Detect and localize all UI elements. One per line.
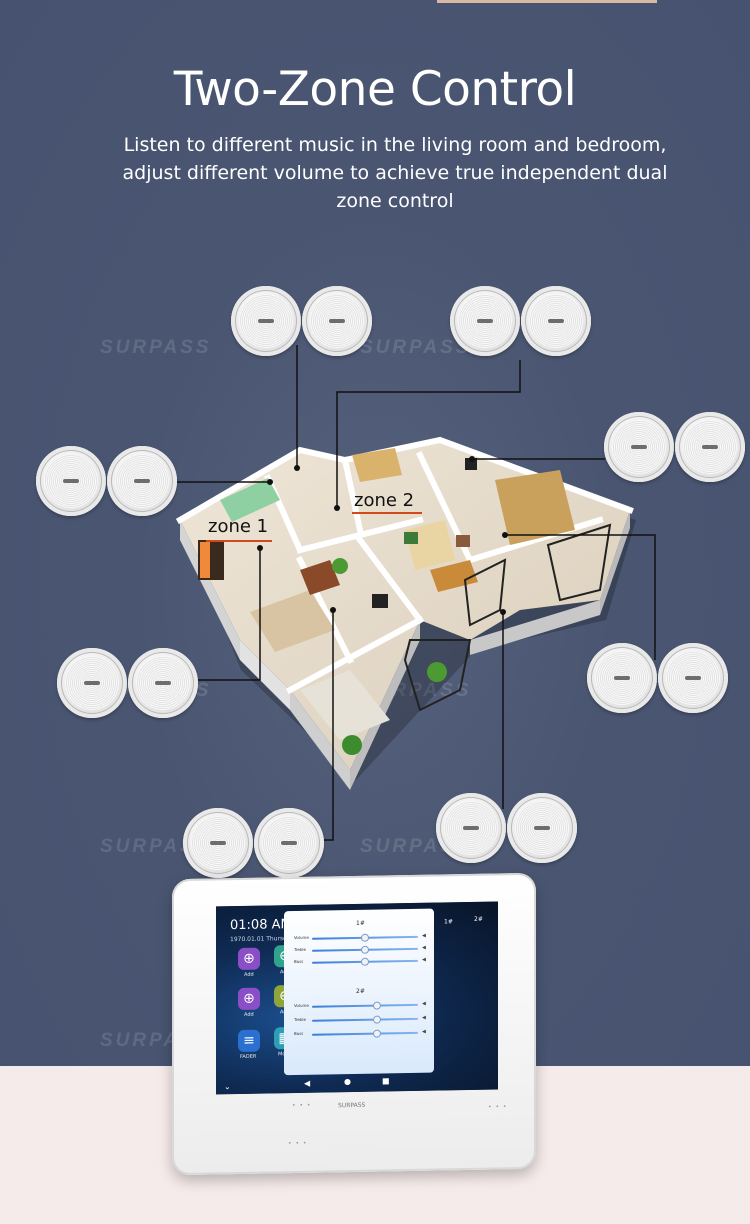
panel-zone2-title: 2# [356, 987, 365, 995]
ceiling-speaker [521, 286, 591, 356]
ceiling-speaker [57, 648, 127, 718]
app-label: Add [244, 971, 254, 978]
ceiling-speaker [302, 286, 372, 356]
brand-logo: SURPASS [338, 1101, 366, 1110]
ceiling-speaker [183, 808, 253, 878]
slider-knob[interactable] [362, 958, 368, 965]
chevron-down-icon[interactable]: ⌄ [224, 1082, 231, 1092]
ceiling-speaker [450, 286, 520, 356]
ceiling-speaker [36, 446, 106, 516]
slider-row[interactable]: Treble ◀ [294, 944, 426, 953]
slider-row[interactable]: Treble ◀ [294, 1014, 426, 1023]
ceiling-speaker [254, 808, 324, 878]
volume-icon: ◀ [422, 1028, 426, 1035]
fader-panel: 1# Volume ◀ Treble ◀ Bass ◀ 2# Volu [284, 908, 434, 1076]
wall-tablet-controller: 01:08 AM 1970.01.01 Thursday ⊕ Add ⊕ Add… [172, 872, 536, 1176]
nav-home-icon[interactable]: ● [344, 1077, 351, 1087]
zone2-label: zone 2 [354, 490, 415, 511]
zone1-label: zone 1 [208, 516, 269, 537]
ceiling-speaker [231, 286, 301, 356]
top-strip [437, 0, 657, 3]
slider-knob[interactable] [374, 1016, 380, 1023]
add-app-icon[interactable]: ⊕ [238, 947, 260, 971]
watermark: SURPASS [100, 836, 212, 857]
nav-recent-icon[interactable]: ■ [382, 1076, 390, 1086]
ceiling-speaker [658, 643, 728, 713]
clock: 01:08 AM [230, 917, 292, 934]
add-app-icon[interactable]: ⊕ [238, 987, 260, 1011]
slider-row[interactable]: Bass ◀ [294, 956, 426, 965]
tablet-screen: 01:08 AM 1970.01.01 Thursday ⊕ Add ⊕ Add… [216, 901, 498, 1095]
slider-knob[interactable] [374, 1002, 380, 1009]
app-label: Add [244, 1011, 254, 1018]
ceiling-speaker [604, 412, 674, 482]
volume-icon: ◀ [422, 944, 426, 951]
ceiling-speaker [436, 793, 506, 863]
speaker-grille-dots: • • • [288, 1139, 308, 1148]
volume-icon: ◀ [422, 956, 426, 963]
page-title: Two-Zone Control [173, 62, 577, 117]
zone1-underline [206, 540, 272, 542]
ceiling-speaker [587, 643, 657, 713]
volume-icon: ◀ [422, 1000, 426, 1007]
watermark: SURPASS [360, 337, 472, 358]
tab-zone1[interactable]: 1# [444, 918, 453, 926]
slider-row[interactable]: Volume ◀ [294, 932, 426, 941]
speaker-grille-dots: • • • [488, 1103, 508, 1111]
fader-app-icon[interactable]: ≡ [238, 1029, 260, 1053]
connector-lines [175, 345, 656, 841]
ceiling-speaker [507, 793, 577, 863]
app-label: FADER [240, 1053, 257, 1060]
volume-icon: ◀ [422, 932, 426, 939]
tab-zone2[interactable]: 2# [474, 915, 483, 923]
watermark: SURPASS [100, 337, 212, 358]
panel-zone1-title: 1# [356, 919, 365, 927]
speaker-grille-dots: • • • [292, 1101, 312, 1110]
zone2-underline [352, 512, 422, 514]
page-subtitle: Listen to different music in the living … [122, 134, 668, 212]
slider-knob[interactable] [362, 946, 368, 953]
slider-knob[interactable] [362, 934, 368, 941]
ceiling-speaker [675, 412, 745, 482]
ceiling-speaker [128, 648, 198, 718]
ceiling-speaker [107, 446, 177, 516]
slider-knob[interactable] [374, 1030, 380, 1037]
slider-row[interactable]: Bass ◀ [294, 1028, 426, 1037]
volume-icon: ◀ [422, 1014, 426, 1021]
nav-back-icon[interactable]: ◀ [304, 1078, 311, 1088]
slider-row[interactable]: Volume ◀ [294, 1000, 426, 1009]
